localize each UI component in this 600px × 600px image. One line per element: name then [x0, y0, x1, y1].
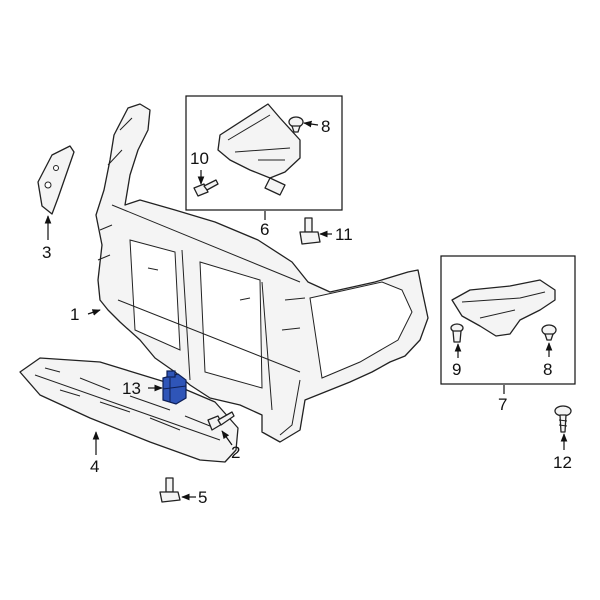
- highlighted-clip: [162, 370, 187, 405]
- callout-9: 9: [452, 360, 461, 379]
- callout-8-top: 8: [321, 117, 330, 136]
- push-clip-8-top: [288, 116, 304, 133]
- bolt-10: [193, 179, 219, 197]
- callout-3: 3: [42, 243, 51, 262]
- upper-bracket-6: [217, 103, 301, 196]
- callout-12: 12: [553, 453, 572, 472]
- screw-12: [554, 405, 572, 433]
- side-bracket-7: [451, 279, 556, 337]
- callout-10: 10: [190, 149, 209, 168]
- side-bracket: [37, 145, 75, 215]
- callout-2: 2: [231, 443, 240, 462]
- callout-8-side: 8: [543, 360, 552, 379]
- callout-13: 13: [122, 379, 141, 398]
- bolt-2: [207, 411, 235, 431]
- bolt-11: [299, 217, 321, 245]
- inset-box-6: [185, 95, 343, 211]
- callout-5: 5: [198, 488, 207, 507]
- inset-box-7: [440, 255, 576, 385]
- callout-1: 1: [70, 305, 79, 324]
- radiator-support-frame: [95, 103, 429, 443]
- callout-7: 7: [498, 395, 507, 414]
- push-clip-9: [450, 323, 464, 343]
- lower-shield: [19, 357, 239, 463]
- push-clip-8-side: [541, 324, 557, 341]
- callout-4: 4: [90, 457, 99, 476]
- leader-lines: [44, 120, 568, 501]
- callout-6: 6: [260, 220, 269, 239]
- callout-11: 11: [335, 225, 353, 244]
- bolt-5: [159, 477, 181, 503]
